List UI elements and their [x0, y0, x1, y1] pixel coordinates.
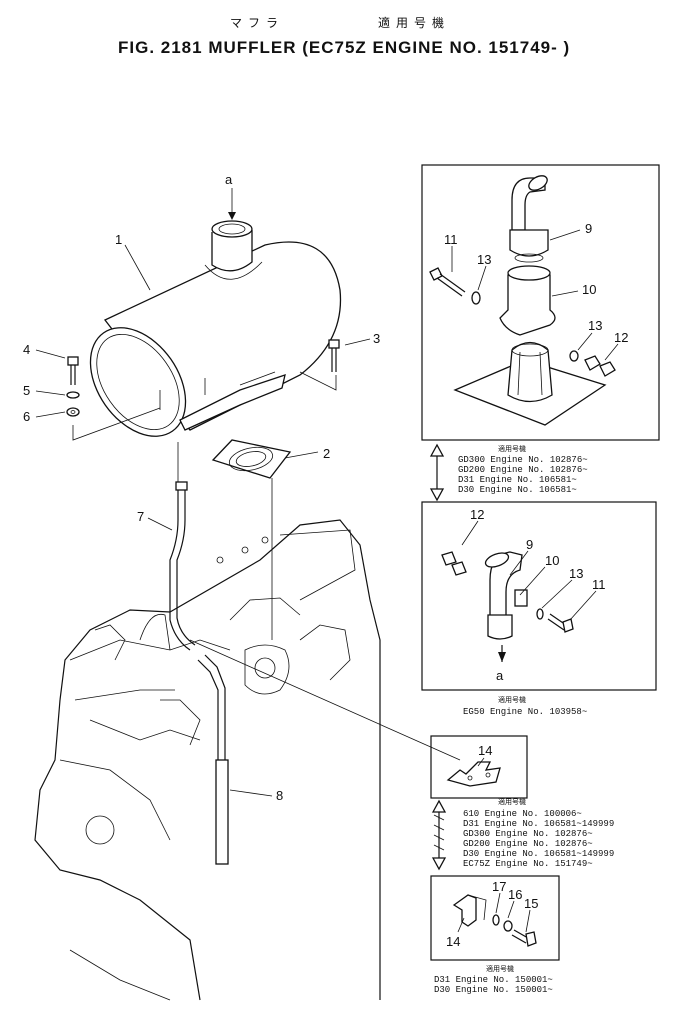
washer-6: [66, 407, 80, 417]
leader-lines: [35, 188, 371, 797]
group3-row-3: GD200 Engine No. 102876~: [463, 839, 593, 849]
group1-row-0: GD300 Engine No. 102876~: [458, 455, 588, 465]
detail-box-2: 12 9 10 13 11 a: [421, 501, 657, 691]
box1-label-13b: 13: [588, 318, 602, 333]
box1-label-12: 12: [614, 330, 628, 345]
box2-label-9: 9: [526, 537, 533, 552]
detail-box-1: 9 10 11 12 13 13: [421, 164, 660, 441]
box2-label-11: 11: [592, 577, 606, 592]
group3-row-2: GD300 Engine No. 102876~: [463, 829, 593, 839]
group1-row-1: GD200 Engine No. 102876~: [458, 465, 588, 475]
group3-row-4: D30 Engine No. 106581~149999: [463, 849, 614, 859]
double-arrow-1: [429, 443, 445, 502]
label-2: 2: [323, 446, 330, 461]
box1-label-10: 10: [582, 282, 596, 297]
engine-block: [34, 519, 381, 1001]
label-3: 3: [373, 331, 380, 346]
label-8: 8: [276, 788, 283, 803]
group4-header-jp: 適用号機: [486, 964, 514, 973]
box3-label-14: 14: [478, 743, 492, 758]
group1-header-jp: 適用号機: [498, 444, 526, 453]
box1-label-9: 9: [585, 221, 592, 236]
group2-row-0: EG50 Engine No. 103958~: [463, 707, 587, 717]
gasket: [211, 439, 292, 479]
label-a-main: a: [225, 172, 233, 187]
box1-label-13a: 13: [477, 252, 491, 267]
figure-title: FIG. 2181 MUFFLER (EC75Z ENGINE NO. 1517…: [118, 38, 571, 57]
bolt-3: [328, 339, 340, 372]
applicability-group-3: 適用号機 610 Engine No. 100006~ D31 Engine N…: [463, 797, 614, 869]
group4-row-1: D30 Engine No. 150001~: [434, 985, 553, 995]
applicability-group-4: 適用号機 D31 Engine No. 150001~ D30 Engine N…: [434, 964, 553, 995]
detail-box-4: 14 17 16 15: [430, 875, 560, 961]
box2-label-10: 10: [545, 553, 559, 568]
group2-header-jp: 適用号機: [498, 695, 526, 704]
group3-row-1: D31 Engine No. 106581~149999: [463, 819, 614, 829]
label-7: 7: [137, 509, 144, 524]
jp-applicable-label: 適用号機: [378, 16, 451, 30]
jp-part-name: マフラ: [230, 16, 285, 30]
label-5: 5: [23, 383, 30, 398]
detail-box-3: 14: [430, 735, 528, 799]
applicability-group-1: 適用号機 GD300 Engine No. 102876~ GD200 Engi…: [458, 444, 588, 495]
group1-row-2: D31 Engine No. 106581~: [458, 475, 577, 485]
label-6: 6: [23, 409, 30, 424]
box4-label-14: 14: [446, 934, 460, 949]
box4-label-17: 17: [492, 879, 506, 894]
label-4: 4: [23, 342, 30, 357]
group4-row-0: D31 Engine No. 150001~: [434, 975, 553, 985]
pipe-8: [197, 654, 229, 865]
applicability-group-2: 適用号機 EG50 Engine No. 103958~: [463, 695, 587, 717]
box4-label-15: 15: [524, 896, 538, 911]
alignment-lines: [72, 371, 461, 761]
group3-row-5: EC75Z Engine No. 151749~: [463, 859, 593, 869]
pipe-7: [169, 481, 196, 651]
double-arrow-2: [431, 799, 447, 871]
washer-5: [66, 391, 80, 399]
group1-row-3: D30 Engine No. 106581~: [458, 485, 577, 495]
group3-header-jp: 適用号機: [498, 797, 526, 806]
group3-row-0: 610 Engine No. 100006~: [463, 809, 582, 819]
box2-label-13: 13: [569, 566, 583, 581]
box2-label-12: 12: [470, 507, 484, 522]
box4-label-16: 16: [508, 887, 522, 902]
bolt-4: [67, 356, 79, 385]
box2-label-a: a: [496, 668, 504, 683]
label-1: 1: [115, 232, 122, 247]
box1-label-11: 11: [444, 232, 458, 247]
muffler-body: [89, 220, 342, 437]
